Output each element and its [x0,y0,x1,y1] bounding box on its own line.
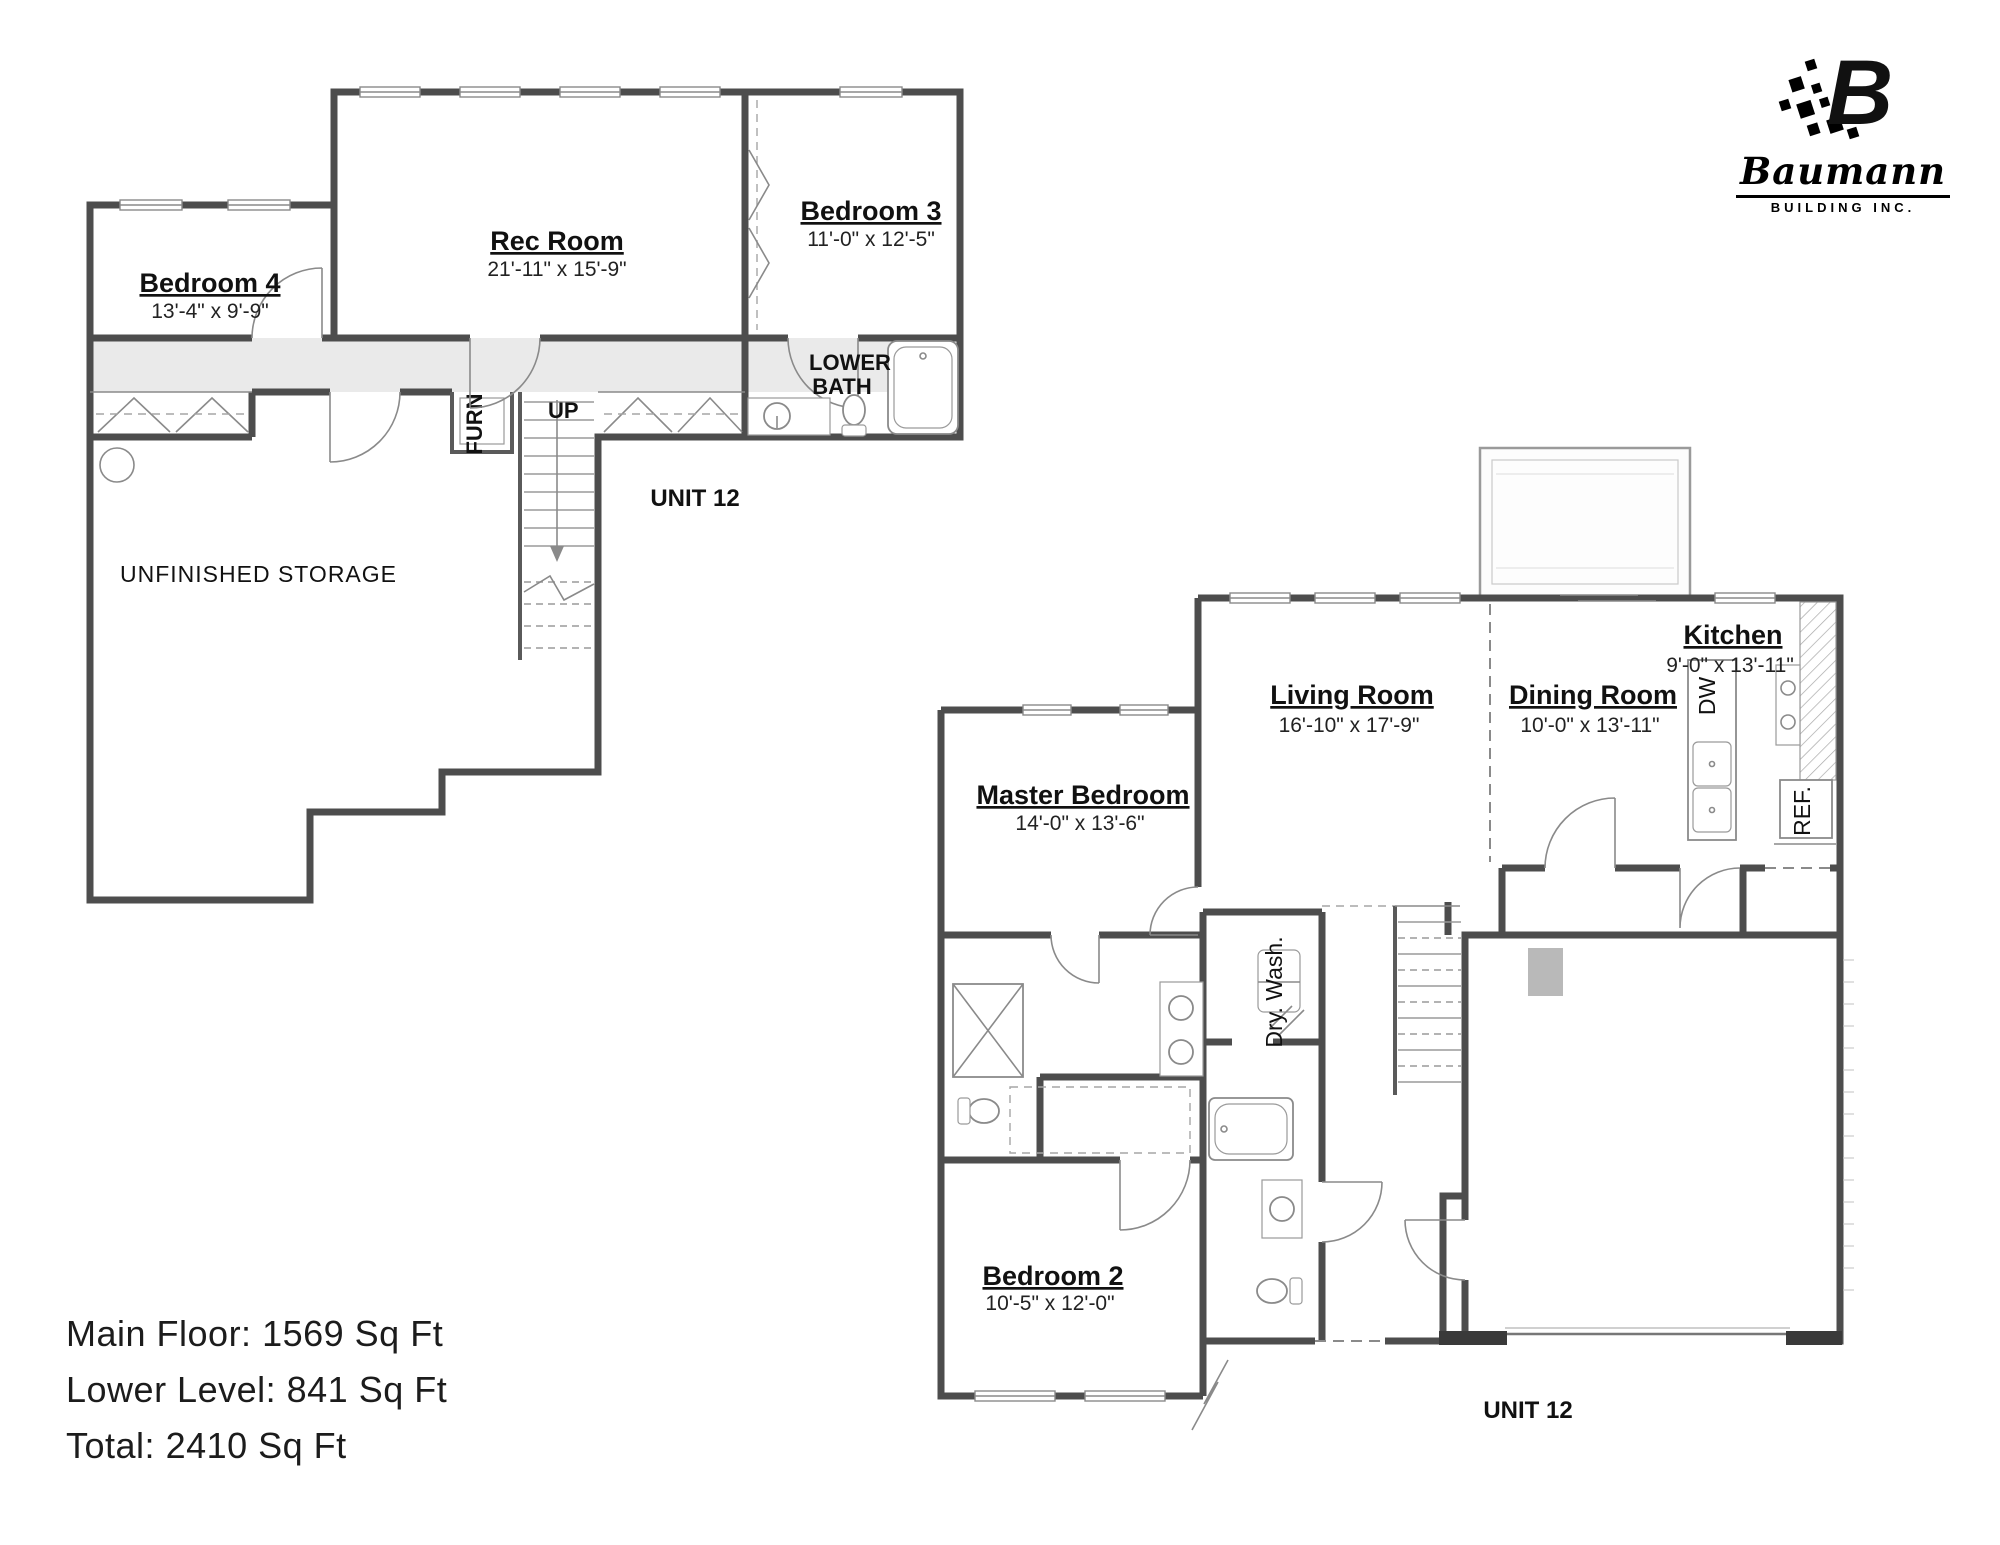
logo-tagline-text: BUILDING INC. [1770,200,1916,215]
rec-room-name: Rec Room [490,226,624,256]
stair-direction-arrow [550,546,564,562]
dashed-lines [1009,604,1830,1342]
lower-windows [119,86,903,211]
laundry-label: Dry. Wash. [1261,936,1287,1047]
kitchen-dims: 9'-0" x 13'-11" [1666,654,1794,677]
lower-bath-label-2: BATH [812,374,871,399]
mechanical-pad [1528,948,1563,996]
dining-room-dims: 10'-0" x 13'-11" [1520,714,1659,737]
main-interior-walls [941,864,1840,1396]
summary-total-value: 2410 Sq Ft [165,1425,347,1466]
main-doors [1050,797,1741,1281]
main-floor-plan: REF. DW Dry. Wash. [937,446,1854,1431]
svg-text:B: B [1827,42,1893,144]
living-room-dims: 16'-10" x 17'-9" [1279,714,1420,737]
lower-bath-fixtures [747,340,959,437]
bath-toilet [842,394,866,426]
wall-break-symbol [1191,1359,1229,1431]
dining-room-name: Dining Room [1509,680,1677,710]
main-windows [974,592,1776,1402]
stairs-up: UP [518,392,595,660]
storage-label: UNFINISHED STORAGE [120,561,397,587]
hallway-shaded-band [92,338,958,392]
garage [1439,948,1854,1345]
patio-door [1560,594,1656,602]
bath2-fixtures [1208,1097,1303,1305]
garage-door [1505,1327,1790,1336]
stairs-down [1393,905,1461,1095]
deck [1478,446,1692,598]
lower-bath-label-1: LOWER [809,350,891,375]
furnace-label: FURN [462,393,487,454]
bedroom3-dims: 11'-0" x 12'-5" [807,228,935,251]
furnace-closet: FURN [450,392,514,455]
lower-room-labels: Bedroom 4 13'-4" x 9'-9" Rec Room 21'-11… [120,196,942,587]
rec-room-dims: 21'-11" x 15'-9" [487,258,626,281]
refrigerator-label: REF. [1789,786,1815,836]
master-toilet [968,1098,1000,1124]
siding-ticks [1843,959,1854,1291]
dishwasher-label: DW [1694,677,1720,716]
bedroom2-dims: 10'-5" x 12'-0" [985,1292,1114,1315]
stairs-up-label: UP [548,398,579,423]
summary-main-floor-label: Main Floor: [66,1313,252,1354]
bedroom4-name: Bedroom 4 [139,268,280,298]
summary-lower-level-label: Lower Level: [66,1369,277,1410]
lower-level-plan: FURN UP [86,86,964,904]
summary-total: Total: 2410 Sq Ft [66,1418,447,1474]
kitchen-name: Kitchen [1683,620,1782,650]
living-room-name: Living Room [1270,680,1434,710]
main-room-labels: Living Room 16'-10" x 17'-9" Dining Room… [976,620,1793,1424]
cooktop [1775,664,1801,746]
logo-b-icon: B [1778,42,1893,144]
master-bath-fixtures [952,981,1204,1125]
sump-basket [99,447,135,483]
bedroom2-name: Bedroom 2 [982,1261,1123,1291]
lower-unit-label: UNIT 12 [650,485,739,512]
master-bedroom-dims: 14'-0" x 13'-6" [1015,812,1144,835]
bath2-toilet [1256,1278,1288,1304]
logo-brand-text: Baumann [1735,149,1951,198]
builder-logo: B Baumann BUILDING INC. [1718,40,1968,215]
lower-outer-walls [86,88,964,904]
lower-closets [90,100,770,433]
summary-lower-level-value: 841 Sq Ft [286,1369,448,1410]
summary-lower-level: Lower Level: 841 Sq Ft [66,1362,447,1418]
lower-interior-walls [90,92,960,441]
refrigerator [1779,779,1833,839]
main-unit-label: UNIT 12 [1483,1397,1572,1424]
kitchen-counter [1799,601,1837,781]
bedroom3-name: Bedroom 3 [800,196,941,226]
area-summary: Main Floor: 1569 Sq Ft Lower Level: 841 … [66,1306,447,1474]
summary-main-floor-value: 1569 Sq Ft [262,1313,444,1354]
summary-total-label: Total: [66,1425,156,1466]
laundry-closet: Dry. Wash. [1257,936,1305,1048]
kitchen-fixtures: REF. DW [1687,601,1837,845]
bedroom4-dims: 13'-4" x 9'-9" [151,300,268,323]
summary-main-floor: Main Floor: 1569 Sq Ft [66,1306,447,1362]
master-bedroom-name: Master Bedroom [976,780,1189,810]
